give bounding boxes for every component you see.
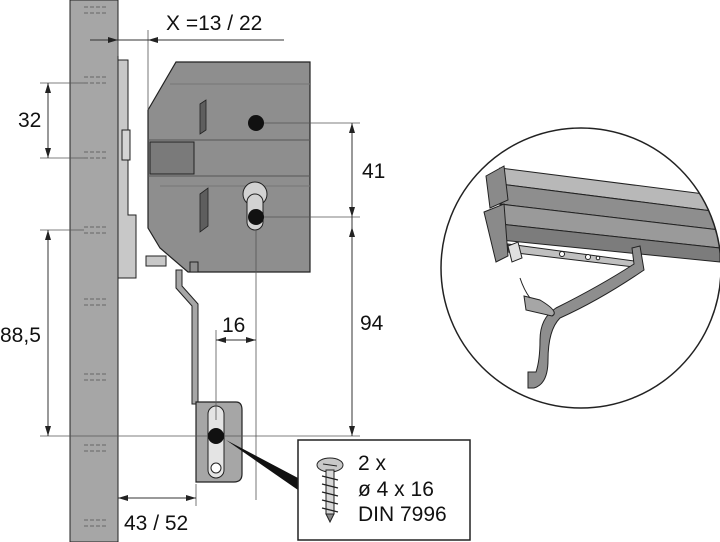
support-bracket (175, 269, 243, 483)
screw-point-lower (248, 209, 264, 225)
dimension-labels: X =13 / 22 32 88,5 41 94 16 43 / 52 (0, 12, 385, 535)
mounting-plate (117, 59, 137, 279)
screw-point-upper (248, 115, 264, 131)
dim-upper-gap: 41 (362, 160, 385, 183)
system-holes (84, 6, 108, 527)
screw-icon (316, 457, 344, 524)
dim-height: 88,5 (0, 324, 41, 347)
dim-bracket-width: 16 (222, 314, 245, 337)
cabinet-side-panel (69, 0, 119, 542)
dim-pitch: 32 (18, 109, 41, 132)
dim-lower-gap: 94 (360, 312, 384, 335)
hinge-housing (145, 61, 311, 273)
screw-point-bracket (208, 428, 224, 444)
dim-x-offset: X =13 / 22 (166, 12, 262, 35)
dimension-lines (40, 30, 360, 506)
screw-legend: 2 x ø 4 x 16 DIN 7996 (297, 439, 471, 541)
dim-depth: 43 / 52 (124, 512, 188, 535)
screw-count: 2 x (358, 452, 387, 475)
detail-view (440, 127, 720, 409)
screw-standard: DIN 7996 (358, 503, 447, 526)
screw-size: ø 4 x 16 (358, 478, 434, 501)
